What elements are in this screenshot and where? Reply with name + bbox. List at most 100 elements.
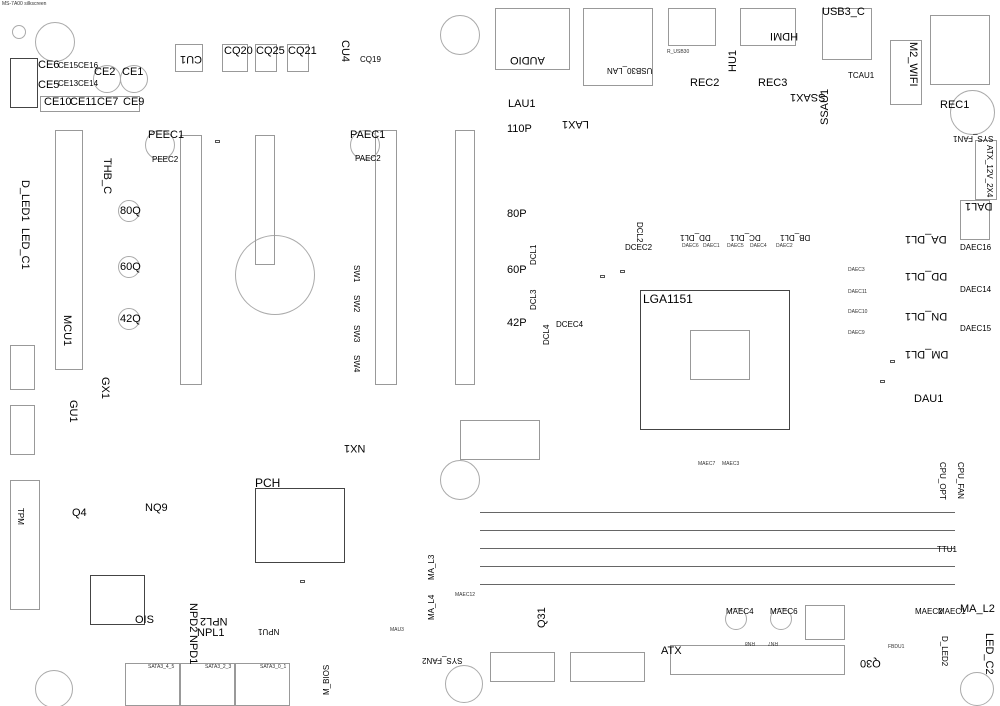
capacitor	[118, 200, 140, 222]
mosfet	[255, 44, 277, 72]
label-d-led1: D_LED1	[19, 180, 31, 222]
label-dc-dl1: DC_DL1	[730, 233, 761, 242]
label-lax1: LAX1	[562, 118, 589, 130]
label-r-usb30: R_USB30	[667, 49, 690, 55]
label-ma-l4: MA_L4	[427, 594, 436, 620]
smd-component	[300, 580, 305, 583]
label-lau1: LAU1	[508, 98, 536, 110]
label-dd-dl1-right: DD_DL1	[905, 270, 948, 282]
header-text: MS-7A00 silkscreen	[2, 1, 47, 7]
label-q4: Q4	[72, 507, 87, 519]
label-da-dl1: DA_DL1	[905, 233, 947, 245]
audio-jack	[495, 8, 570, 70]
smd-component	[620, 270, 625, 273]
label-110p: 110P	[507, 123, 532, 135]
label-paec1: PAEC1	[350, 129, 386, 141]
label-ce9: CE9	[123, 96, 145, 108]
chip	[805, 605, 845, 640]
label-hu1: HU1	[727, 49, 739, 72]
socket-pin-area	[690, 330, 750, 380]
label-paec2: PAEC2	[355, 154, 381, 163]
label-60q: 60Q	[120, 261, 141, 273]
capacitor	[118, 308, 140, 330]
pch-chip	[255, 488, 345, 563]
label-dcec4: DCEC4	[556, 320, 584, 329]
label-daec3: DAEC3	[848, 267, 865, 273]
label-daec14: DAEC14	[960, 285, 992, 294]
label-maec2: MAEC2	[915, 607, 943, 616]
label-daec1: DAEC1	[703, 243, 720, 249]
mosfet	[222, 44, 248, 72]
label-pch: PCH	[255, 476, 281, 490]
label-q31: Q31	[536, 607, 548, 628]
label-daec2: DAEC2	[776, 243, 793, 249]
label-tpm: TPM	[16, 508, 25, 525]
dimm-slot	[480, 530, 955, 531]
label-ssau1: SSAU1	[819, 88, 831, 125]
label-maec1: MAEC1	[938, 607, 966, 616]
label-daec4: DAEC4	[750, 243, 767, 249]
mount-hole	[960, 672, 994, 706]
label-ce15: CE15	[58, 61, 79, 70]
wifi-module	[930, 15, 990, 85]
label-maec7: MAEC7	[698, 461, 716, 467]
label-80p: 80P	[507, 208, 527, 220]
chip	[175, 44, 203, 72]
label-sys-fan2: SYS_FAN2	[422, 656, 463, 665]
label-daec6: DAEC6	[682, 243, 699, 249]
label-ce10: CE10	[44, 96, 72, 108]
smd-component	[890, 360, 895, 363]
label-daec15: DAEC15	[960, 324, 992, 333]
label-60p: 60P	[507, 264, 527, 276]
label-hdmi: HDMI	[770, 30, 799, 42]
label-cu4: CU4	[339, 40, 351, 63]
label-lga1151: LGA1151	[643, 292, 693, 306]
label-cq19: CQ19	[360, 55, 381, 64]
label-d-led2: D_LED2	[940, 636, 949, 667]
label-npl2: NPL2	[200, 615, 228, 627]
label-npl1: NPL1	[197, 627, 225, 639]
usb-header	[490, 652, 555, 682]
label-mcu1: MCU1	[61, 315, 73, 347]
mount-hole	[440, 460, 480, 500]
super-io-chip	[90, 575, 145, 625]
label-dcec2: DCEC2	[625, 243, 653, 252]
label-nx1: NX1	[344, 442, 366, 454]
label-maec3: MAEC3	[722, 461, 740, 467]
label-dd-dl1: DD_DL1	[680, 233, 711, 242]
label-sata3-0-1: SATA3_0_1	[260, 664, 287, 670]
label-daec5: DAEC5	[727, 243, 744, 249]
label-mau3: MAU3	[390, 627, 404, 633]
label-rec1: REC1	[940, 99, 970, 111]
label-usb3-c: USB3_C	[822, 6, 865, 18]
label-ce6: CE6	[38, 59, 60, 71]
label-42q: 42Q	[120, 313, 141, 325]
cpu-socket	[640, 290, 790, 430]
usb-port	[668, 8, 716, 46]
io-header	[10, 480, 40, 610]
label-ma-l3: MA_L3	[427, 554, 436, 580]
smd-component	[880, 380, 885, 383]
label-ttu1: TTU1	[937, 545, 957, 554]
label-rec2: REC2	[690, 77, 720, 89]
label-cq21: CQ21	[288, 45, 317, 57]
label-ce5: CE5	[38, 79, 60, 91]
capacitor	[350, 130, 380, 160]
smd-component	[215, 140, 220, 143]
usb-lan-port	[583, 8, 653, 86]
label-80q: 80Q	[120, 205, 141, 217]
label-sw2: SW2	[352, 295, 361, 313]
atx-12v-connector	[975, 140, 997, 200]
m2-slot	[890, 40, 922, 105]
dimm-slot	[480, 566, 955, 567]
label-sw1: SW1	[352, 265, 361, 283]
label-ce1: CE1	[122, 66, 144, 78]
label-42p: 42P	[507, 317, 527, 329]
capacitor-row	[40, 96, 140, 112]
label-fbdu1: FBDU1	[888, 644, 905, 650]
pcie-slot	[455, 130, 475, 385]
label-rn8: RN8	[745, 640, 756, 646]
label-m2-wifi: M2_WIFI	[907, 42, 919, 87]
label-daec10: DAEC10	[848, 309, 868, 315]
inductor	[960, 200, 990, 240]
